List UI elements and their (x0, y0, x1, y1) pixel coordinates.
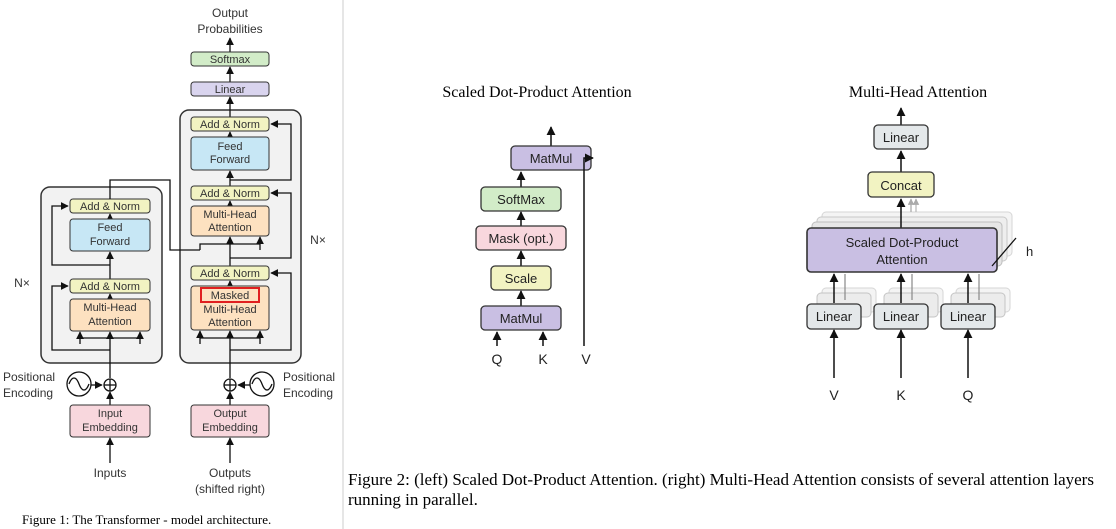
encoder-add-norm-1 (69, 278, 151, 294)
decoder-positional-label-2: Encoding (283, 386, 333, 400)
transformer-diagram: Output Probabilities Softmax Linear Add … (3, 0, 344, 529)
mha-diagram: Multi-Head Attention Linear Concat Scale… (806, 84, 1033, 403)
sdpa-scale (490, 265, 552, 291)
decoder-masked-attention-label-2: Attention (208, 317, 251, 329)
sdpa-matmul-bottom (480, 305, 562, 331)
decoder-masked-attention-label: Multi-Head (203, 304, 256, 316)
softmax-box (190, 51, 270, 67)
mha-linear-v-label: Linear (816, 309, 853, 324)
input-embedding-label: Input (98, 408, 122, 420)
mha-v-label: V (829, 387, 839, 403)
decoder-cross-attention-label: Multi-Head (203, 209, 256, 221)
encoder-feed-forward (69, 218, 151, 252)
mha-concat-label: Concat (880, 178, 922, 193)
encoder-attention-label: Multi-Head (83, 302, 136, 314)
encoder-positional-label: Positional (3, 370, 55, 384)
sdpa-mask (475, 225, 567, 251)
encoder-feed-forward-label: Feed (97, 222, 122, 234)
output-embedding-label-2: Embedding (202, 422, 258, 434)
output-embedding-label: Output (213, 408, 246, 420)
decoder-add-norm-3-label: Add & Norm (200, 119, 260, 131)
decoder-add-norm-2-label: Add & Norm (200, 188, 260, 200)
mha-h-label: h (1026, 244, 1033, 259)
sdpa-matmul-bottom-label: MatMul (500, 311, 543, 326)
sdpa-v-label: V (581, 351, 591, 367)
sdpa-k-label: K (538, 351, 548, 367)
decoder-cross-attention-label-2: Attention (208, 222, 251, 234)
encoder-add-norm-1-label: Add & Norm (80, 281, 140, 293)
output-embedding-box (190, 404, 270, 438)
masked-label: Masked (211, 290, 250, 302)
sdpa-diagram: Scaled Dot-Product Attention MatMul Soft… (442, 84, 631, 367)
figure-1-caption: Figure 1: The Transformer - model archit… (22, 512, 272, 527)
mha-linear-k-stack: Linear (873, 273, 944, 378)
mha-sdpa-label-2: Attention (876, 252, 927, 267)
decoder-add-norm-1 (190, 265, 270, 281)
heads-bracket (991, 237, 1017, 267)
mha-q-label: Q (963, 387, 974, 403)
decoder-feed-forward (190, 136, 270, 171)
decoder-masked-attention (190, 285, 270, 331)
masked-highlight (200, 287, 260, 303)
mha-linear-q-label: Linear (950, 309, 987, 324)
mha-linear-v (806, 303, 862, 330)
softmax-label: Softmax (210, 54, 251, 66)
encoder-nx-label: N× (14, 276, 30, 290)
mha-linear-q (940, 303, 996, 330)
mha-linear-k-label: Linear (883, 309, 920, 324)
encoder-attention (69, 298, 151, 332)
linear-box (190, 81, 270, 97)
outputs-label: Outputs (209, 466, 251, 480)
sdpa-q-label: Q (492, 351, 503, 367)
mha-linear-k (873, 303, 929, 330)
encoder-add-norm-2-label: Add & Norm (80, 201, 140, 213)
figure-2-caption: Figure 2: (left) Scaled Dot-Product Atte… (348, 470, 1094, 509)
mha-sdpa-box (806, 227, 998, 273)
output-probabilities-label: Output (212, 6, 249, 20)
encoder-feed-forward-label-2: Forward (90, 236, 130, 248)
mha-concat (867, 171, 935, 198)
mha-linear-v-stack: Linear (806, 273, 877, 378)
encoder-attention-label-2: Attention (88, 316, 131, 328)
decoder-add-norm-1-label: Add & Norm (200, 268, 260, 280)
decoder-add-norm-3 (190, 116, 270, 132)
mha-linear-out (873, 124, 929, 150)
sdpa-scale-label: Scale (505, 271, 538, 286)
input-embedding-box (69, 404, 151, 438)
mha-linear-out-label: Linear (883, 130, 920, 145)
input-embedding-label-2: Embedding (82, 422, 138, 434)
mha-sdpa-label: Scaled Dot-Product (846, 235, 959, 250)
mha-linear-q-stack: Linear (940, 273, 1011, 378)
sdpa-mask-label: Mask (opt.) (488, 231, 553, 246)
linear-label: Linear (215, 84, 246, 96)
decoder-feed-forward-label-2: Forward (210, 154, 250, 166)
decoder-feed-forward-label: Feed (217, 141, 242, 153)
sdpa-softmax (480, 186, 562, 212)
decoder-cross-attention (190, 205, 270, 237)
outputs-shifted-label: (shifted right) (195, 482, 265, 496)
sdpa-softmax-label: SoftMax (497, 192, 545, 207)
encoder-positional-label-2: Encoding (3, 386, 53, 400)
mha-k-label: K (896, 387, 906, 403)
mha-title: Multi-Head Attention (849, 84, 987, 101)
sdpa-matmul-top-label: MatMul (530, 151, 573, 166)
inputs-label: Inputs (94, 466, 127, 480)
output-probabilities-label-2: Probabilities (197, 22, 262, 36)
decoder-nx-label: N× (310, 233, 326, 247)
sdpa-title: Scaled Dot-Product Attention (442, 84, 631, 101)
decoder-positional-label: Positional (283, 370, 335, 384)
decoder-add-norm-2 (190, 185, 270, 201)
